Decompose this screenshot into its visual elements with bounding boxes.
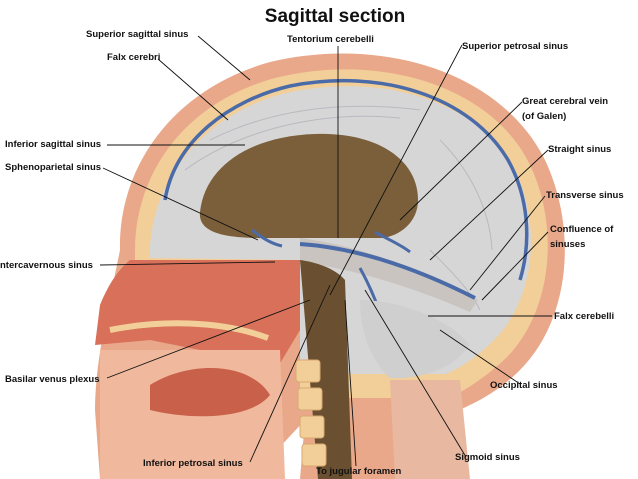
label-sigmoid-sinus: Sigmoid sinus bbox=[455, 452, 520, 463]
label-inferior-petrosal-sinus: Inferior petrosal sinus bbox=[143, 458, 243, 469]
cerebral-cavity bbox=[199, 133, 418, 238]
label-superior-sagittal-sinus: Superior sagittal sinus bbox=[86, 29, 188, 40]
label-of-galen: (of Galen) bbox=[522, 111, 566, 122]
label-sinuses: sinuses bbox=[550, 239, 585, 250]
label-to-jugular-foramen: To jugular foramen bbox=[316, 466, 402, 477]
nasal-septum bbox=[109, 320, 270, 341]
vertebrae bbox=[295, 359, 327, 467]
label-great-cerebral-vein: Great cerebral vein bbox=[522, 96, 608, 107]
label-basilar-venus-plexus: Basilar venus plexus bbox=[5, 374, 100, 385]
galen-vein bbox=[374, 230, 411, 254]
label-falx-cerebelli: Falx cerebelli bbox=[554, 311, 614, 322]
neck-muscles bbox=[390, 380, 470, 479]
head-illustration bbox=[95, 53, 565, 479]
label-sphenoparietal-sinus: Sphenoparietal sinus bbox=[5, 162, 101, 173]
diagram-title: Sagittal section bbox=[265, 6, 405, 27]
label-confluence-of: Confluence of bbox=[550, 224, 614, 235]
label-falx-cerebri: Falx cerebri bbox=[107, 52, 160, 63]
sphenoparietal-band bbox=[251, 228, 283, 248]
brainstem bbox=[300, 260, 352, 479]
tentorium-shelf bbox=[300, 238, 478, 312]
label-superior-petrosal-sinus: Superior petrosal sinus bbox=[462, 41, 568, 52]
label-inferior-sagittal-sinus: Inferior sagittal sinus bbox=[5, 139, 101, 150]
label-tentorium-cerebelli: Tentorium cerebelli bbox=[287, 34, 374, 45]
label-occipital-sinus: Occipital sinus bbox=[490, 380, 558, 391]
leader-lines bbox=[99, 35, 552, 467]
label-intercavernous-sinus: ntercavernous sinus bbox=[0, 260, 93, 271]
label-straight-sinus: Straight sinus bbox=[548, 144, 611, 155]
label-transverse-sinus: Transverse sinus bbox=[546, 190, 624, 201]
labels: Superior sagittal sinus Falx cerebri Ten… bbox=[0, 29, 624, 477]
tongue bbox=[150, 368, 270, 417]
superior-sagittal-sinus-band bbox=[163, 78, 529, 281]
falx-texture bbox=[184, 105, 493, 311]
straight-sinus-band bbox=[299, 242, 476, 300]
cerebellum bbox=[360, 300, 470, 379]
